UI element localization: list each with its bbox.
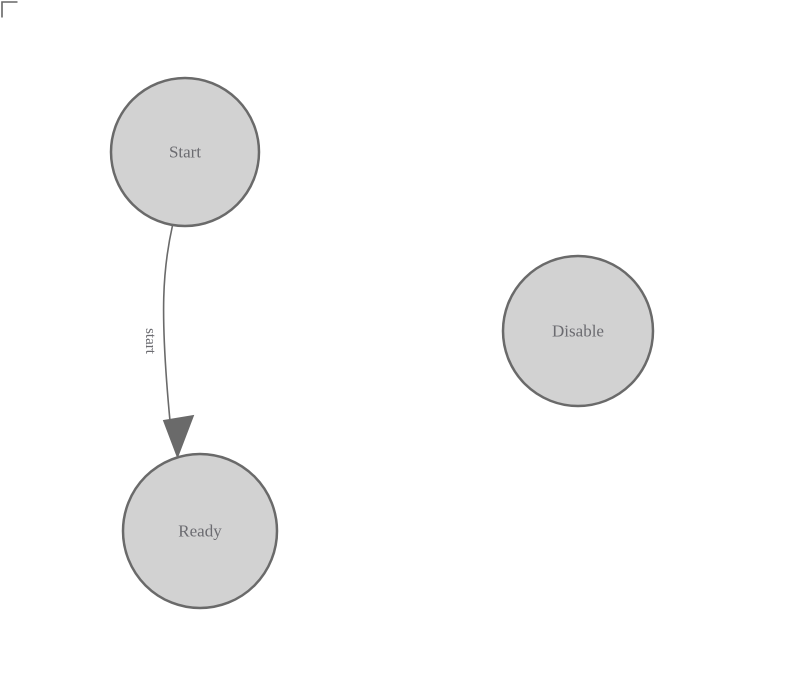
state-node-label: Ready: [178, 522, 222, 541]
state-node-disable[interactable]: Disable: [501, 254, 655, 408]
edge-start-to-ready[interactable]: start: [142, 225, 195, 459]
state-node-label: Start: [169, 143, 201, 162]
edge-label-start: start: [142, 328, 158, 355]
state-node-circle: [121, 452, 279, 610]
state-node-label: Disable: [552, 322, 604, 341]
state-node-ready[interactable]: Ready: [121, 452, 279, 610]
state-node-circle: [109, 76, 261, 228]
state-node-start[interactable]: Start: [109, 76, 261, 228]
state-node-circle: [501, 254, 655, 408]
edge-arrowhead-icon: [162, 414, 195, 459]
canvas-corner-mark-icon: [1, 1, 18, 18]
edge-path: [162, 225, 174, 422]
